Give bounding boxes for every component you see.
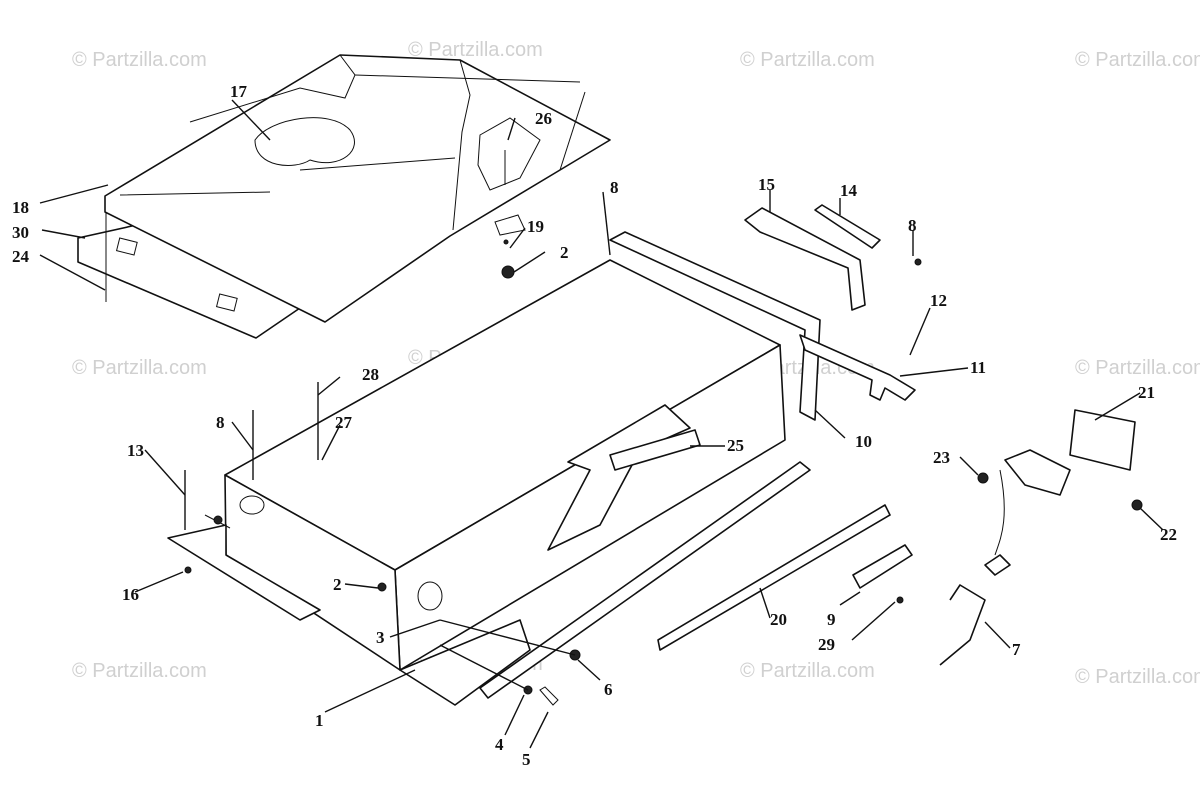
callout-6: 6 bbox=[604, 680, 613, 699]
callout-8: 8 bbox=[610, 178, 619, 197]
callout-20: 20 bbox=[770, 610, 787, 629]
grab-handle bbox=[744, 207, 866, 311]
callout-7: 7 bbox=[1012, 640, 1021, 659]
wiring-harness bbox=[939, 584, 986, 666]
end-panel bbox=[609, 231, 821, 421]
watermark: © Partzilla.com bbox=[72, 357, 207, 379]
watermark: © Partzilla.com bbox=[1075, 666, 1200, 688]
loose-parts bbox=[184, 258, 1143, 706]
callout-23: 23 bbox=[933, 448, 950, 467]
callout-17: 17 bbox=[230, 82, 248, 101]
trim-strip bbox=[657, 504, 891, 651]
callout-2: 2 bbox=[333, 575, 342, 594]
callout-19: 19 bbox=[527, 217, 544, 236]
reflector bbox=[852, 544, 913, 589]
watermark: © Partzilla.com bbox=[740, 660, 875, 682]
light-socket bbox=[984, 554, 1011, 576]
callout-28: 28 bbox=[362, 365, 379, 384]
handle-pad bbox=[814, 204, 881, 249]
watermark: © Partzilla.com bbox=[72, 49, 207, 71]
callout-24: 24 bbox=[12, 247, 30, 266]
watermark: © Partzilla.com bbox=[408, 39, 543, 61]
leader-lines bbox=[39, 99, 1164, 749]
callout-22: 22 bbox=[1160, 525, 1177, 544]
callout-10: 10 bbox=[855, 432, 872, 451]
callout-21: 21 bbox=[1138, 383, 1155, 402]
callout-14: 14 bbox=[840, 181, 858, 200]
trim-rod bbox=[479, 461, 811, 699]
taillight-housing bbox=[1069, 409, 1136, 471]
callout-1: 1 bbox=[315, 711, 324, 730]
watermark: © Partzilla.com bbox=[72, 660, 207, 682]
callout-9: 9 bbox=[827, 610, 836, 629]
callout-labels: 1 2 2 3 4 5 6 7 8 8 8 9 10 11 12 13 14 1… bbox=[12, 82, 1177, 769]
hinge-rod bbox=[799, 334, 916, 401]
callout-29: 29 bbox=[818, 635, 835, 654]
callout-12: 12 bbox=[930, 291, 947, 310]
console-bottom-flange bbox=[399, 619, 531, 706]
seat-assembly bbox=[77, 54, 611, 339]
callout-3: 3 bbox=[376, 628, 385, 647]
callout-5: 5 bbox=[522, 750, 531, 769]
decal-strip bbox=[609, 429, 701, 471]
seat-bracket bbox=[477, 117, 541, 191]
console-box bbox=[167, 204, 916, 706]
callout-13: 13 bbox=[127, 441, 144, 460]
callout-8: 8 bbox=[908, 216, 917, 235]
watermark: © Partzilla.com bbox=[1075, 49, 1200, 71]
seat-patch bbox=[254, 117, 355, 166]
callout-15: 15 bbox=[758, 175, 775, 194]
callout-26: 26 bbox=[535, 109, 552, 128]
callout-27: 27 bbox=[335, 413, 353, 432]
callout-11: 11 bbox=[970, 358, 986, 377]
callout-30: 30 bbox=[12, 223, 29, 242]
callout-25: 25 bbox=[727, 436, 744, 455]
callout-8: 8 bbox=[216, 413, 225, 432]
callout-18: 18 bbox=[12, 198, 29, 217]
watermark: © Partzilla.com bbox=[1075, 357, 1200, 379]
callout-4: 4 bbox=[495, 735, 504, 754]
callout-16: 16 bbox=[122, 585, 139, 604]
taillight-bracket bbox=[1004, 449, 1071, 496]
console-flange bbox=[167, 524, 321, 621]
callout-2: 2 bbox=[560, 243, 569, 262]
watermark: © Partzilla.com bbox=[740, 49, 875, 71]
